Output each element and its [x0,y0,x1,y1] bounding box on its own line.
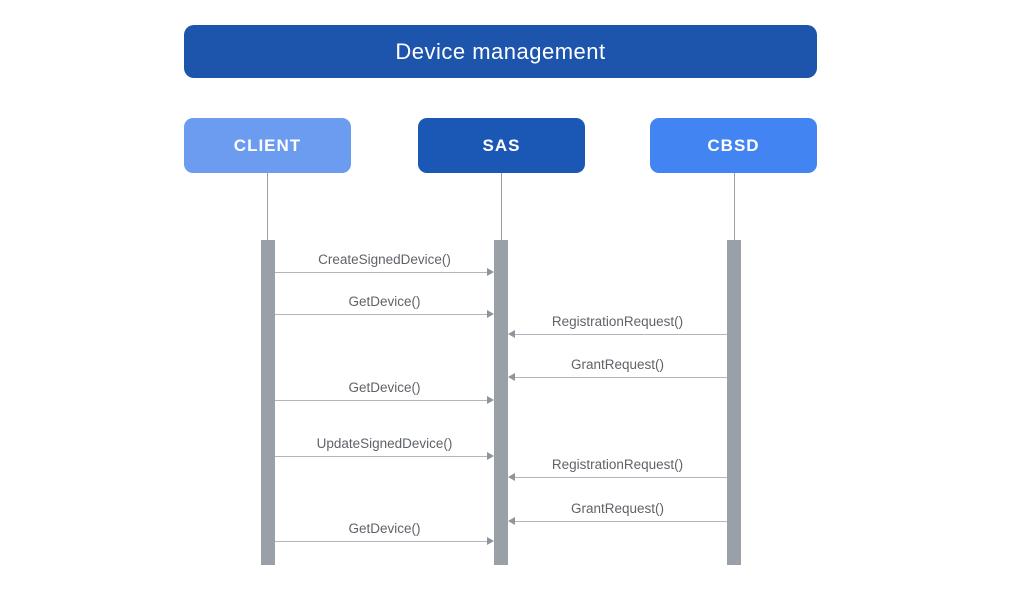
message-get-device-1: GetDevice() [275,285,494,318]
message-line [275,541,488,542]
message-line [514,477,727,478]
message-grant-request-2: GrantRequest() [508,492,727,525]
message-line [514,377,727,378]
message-get-device-2: GetDevice() [275,371,494,404]
message-line [275,314,488,315]
message-label: GrantRequest() [570,501,665,516]
activation-bar-client [261,240,275,565]
message-label: GetDevice() [348,294,421,309]
diagram-title-label: Device management [395,38,606,64]
actor-cbsd: CBSD [650,118,817,173]
arrowhead-right-icon [487,268,494,276]
arrowhead-right-icon [487,537,494,545]
actor-sas-label: SAS [482,135,521,155]
message-line [275,456,488,457]
arrowhead-left-icon [508,330,515,338]
lifeline-cbsd [734,173,735,240]
activation-bar-sas [494,240,508,565]
message-update-signed-device: UpdateSignedDevice() [275,427,494,460]
actor-client-label: CLIENT [233,135,302,155]
message-registration-request-1: RegistrationRequest() [508,305,727,338]
arrowhead-right-icon [487,310,494,318]
lifeline-sas [501,173,502,240]
message-create-signed-device: CreateSignedDevice() [275,243,494,276]
message-line [514,334,727,335]
message-line [275,272,488,273]
message-get-device-3: GetDevice() [275,512,494,545]
message-grant-request-1: GrantRequest() [508,348,727,381]
lifeline-client [267,173,268,240]
actor-cbsd-label: CBSD [707,135,760,155]
message-label: RegistrationRequest() [551,457,684,472]
message-line [275,400,488,401]
actor-client: CLIENT [184,118,351,173]
arrowhead-left-icon [508,517,515,525]
message-label: GetDevice() [348,521,421,536]
diagram-title: Device management [184,25,817,78]
message-label: GrantRequest() [570,357,665,372]
arrowhead-left-icon [508,473,515,481]
arrowhead-right-icon [487,452,494,460]
activation-bar-cbsd [727,240,741,565]
message-registration-request-2: RegistrationRequest() [508,448,727,481]
message-label: UpdateSignedDevice() [316,436,453,451]
message-label: GetDevice() [348,380,421,395]
actor-sas: SAS [418,118,585,173]
message-label: RegistrationRequest() [551,314,684,329]
arrowhead-left-icon [508,373,515,381]
message-line [514,521,727,522]
arrowhead-right-icon [487,396,494,404]
message-label: CreateSignedDevice() [318,252,451,267]
